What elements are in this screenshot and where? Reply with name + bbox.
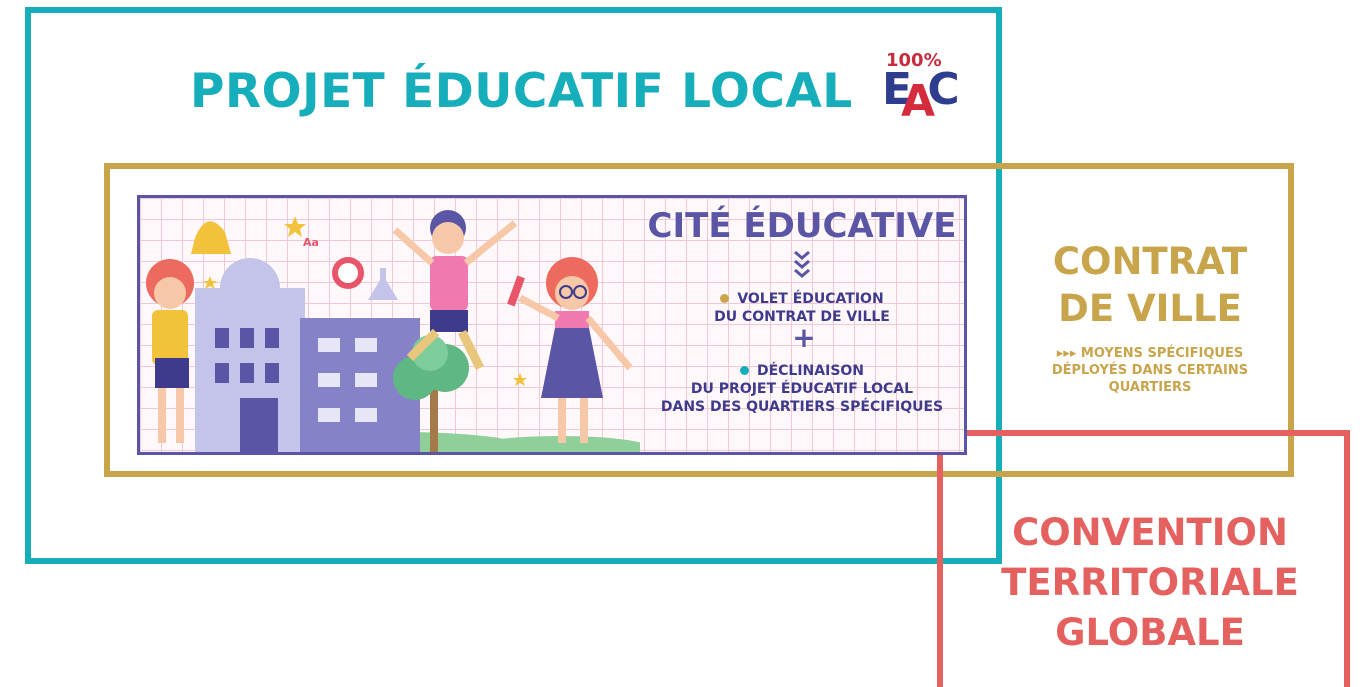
contrat-de-ville-subtitle-line3: QUARTIERS [1108,380,1192,395]
declinaison-line1: DÉCLINAISON [756,363,865,379]
gold-bullet-icon [720,293,730,303]
eac-logo: 100% E C A [882,50,962,130]
projet-educatif-local-frame [25,7,1002,564]
ctg-title-line1: CONVENTION [1012,511,1288,554]
declinaison-item: DÉCLINAISON DU PROJET ÉDUCATIF LOCAL DAN… [632,362,964,416]
contrat-de-ville-title-line1: CONTRAT [1052,240,1248,283]
school-children-illustration: Aa [146,210,640,452]
plus-sign: + [792,321,816,354]
triple-chevron-down-icon [794,250,810,278]
volet-education-line2: DU CONTRAT DE VILLE [714,309,890,325]
convention-territoriale-globale-title: CONVENTION TERRITORIALE GLOBALE [960,508,1340,658]
declinaison-line3: DANS DES QUARTIERS SPÉCIFIQUES [660,399,944,415]
eac-logo-accent-letter: A [901,76,936,127]
volet-education-item: VOLET ÉDUCATION DU CONTRAT DE VILLE [632,290,964,326]
contrat-de-ville-title: CONTRAT DE VILLE [1010,238,1290,332]
contrat-de-ville-subtitle-line2: DÉPLOYÉS DANS CERTAINS [1051,363,1249,378]
convention-territoriale-globale-frame [937,430,1350,687]
ctg-title-line3: GLOBALE [1055,611,1245,654]
ctg-title-line2: TERRITORIALE [1001,561,1299,604]
projet-educatif-local-title: PROJET ÉDUCATIF LOCAL [190,64,853,119]
illustration-aa-label: Aa [303,236,319,249]
cite-educative-banner: Aa CITÉ ÉDUCATIVE VOLET [137,195,967,455]
cite-educative-title: CITÉ ÉDUCATIVE [647,206,957,246]
teal-bullet-icon [739,365,749,375]
contrat-de-ville-subtitle: ▸▸▸ MOYENS SPÉCIFIQUES DÉPLOYÉS DANS CER… [1010,345,1290,396]
declinaison-line2: DU PROJET ÉDUCATIF LOCAL [690,381,914,397]
contrat-de-ville-title-line2: DE VILLE [1058,287,1242,330]
eac-logo-letters: E C [882,64,960,115]
eac-logo-percent: 100% [886,50,942,71]
contrat-de-ville-frame [104,163,1294,477]
volet-education-line1: VOLET ÉDUCATION [737,291,884,307]
contrat-de-ville-subtitle-line1: ▸▸▸ MOYENS SPÉCIFIQUES [1056,346,1244,361]
